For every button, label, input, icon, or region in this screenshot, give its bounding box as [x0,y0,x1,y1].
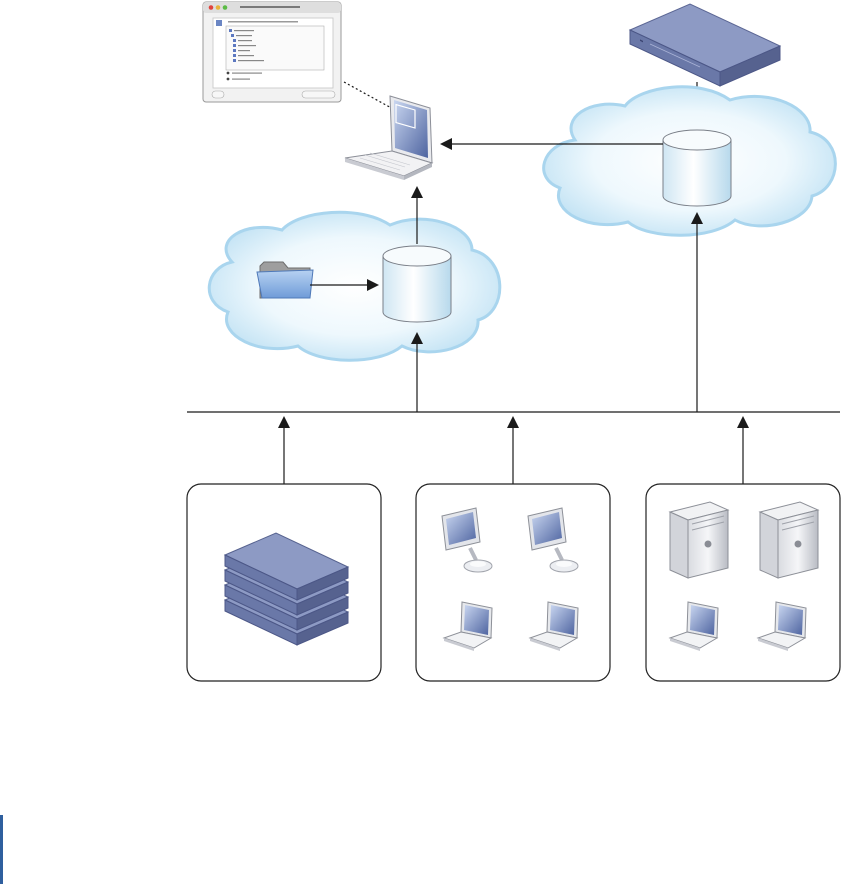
admin-laptop [345,96,432,180]
apple-logo-icon [705,541,712,548]
xserve-top [630,4,780,86]
power-mac-icon [670,502,728,578]
page-accent-bar [0,815,3,884]
window-to-laptop-connector [344,82,395,110]
cloud-left [209,212,500,360]
database-right-icon [663,130,731,206]
app-icon [216,20,222,26]
close-window-icon [209,5,214,10]
zoom-window-icon [223,5,228,10]
apple-logo-icon [795,541,802,548]
help-button [212,91,224,98]
power-mac-icon [760,502,818,578]
powermac-laptop-group [646,484,840,681]
minimize-window-icon [216,5,221,10]
admin-app-window [203,2,341,102]
database-left-icon [383,246,451,322]
server-stack-group [187,484,381,681]
cloud-right [544,87,836,235]
apply-button [302,91,335,98]
imac-laptop-group [416,484,610,681]
